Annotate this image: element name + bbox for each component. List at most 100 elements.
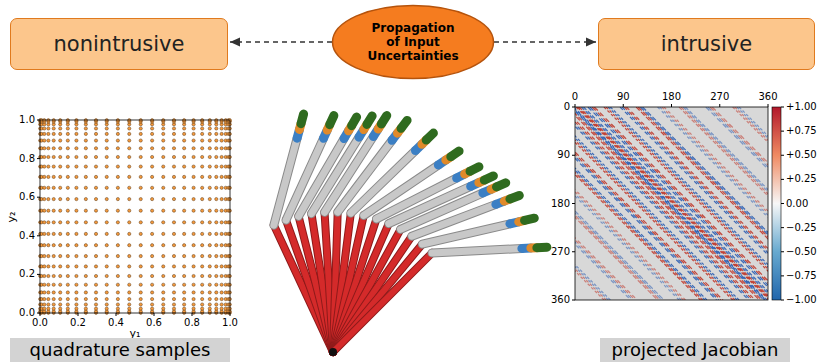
colorbar-label: +0.75 — [786, 125, 817, 137]
sample-dot — [201, 297, 204, 300]
sample-dot — [43, 132, 46, 135]
gripper-green — [497, 183, 506, 187]
sample-dot — [105, 297, 108, 300]
tick-label: 0.0 — [32, 317, 48, 329]
sample-dot — [183, 221, 186, 224]
sample-dot — [66, 132, 69, 135]
sample-dot — [128, 132, 131, 135]
tick-mark — [781, 251, 784, 252]
sample-dot — [116, 147, 119, 150]
sample-dot — [208, 175, 211, 178]
sample-dot — [84, 283, 87, 286]
sample-dot — [201, 291, 204, 294]
sample-dot — [162, 291, 165, 294]
link-upper — [432, 248, 522, 253]
sample-dot — [59, 147, 62, 150]
sample-dot — [105, 232, 108, 235]
sample-dot — [215, 297, 218, 300]
sample-dot — [116, 132, 119, 135]
sample-dot — [162, 139, 165, 142]
matrix-frame — [575, 107, 768, 300]
sample-dot — [208, 209, 211, 212]
tick-label: 180 — [551, 198, 570, 210]
sample-dot — [162, 155, 165, 158]
sample-dot — [220, 274, 223, 277]
sample-dot — [220, 307, 223, 310]
sample-dot — [201, 186, 204, 189]
sample-dot — [162, 303, 165, 306]
arm-pose — [333, 253, 432, 352]
sample-dot — [208, 255, 211, 258]
sample-dot — [151, 307, 154, 310]
sample-dot — [105, 175, 108, 178]
sample-dot — [84, 232, 87, 235]
tick-mark — [37, 120, 40, 121]
sample-dot — [94, 297, 97, 300]
sample-dot — [128, 303, 131, 306]
tick-mark — [37, 274, 40, 275]
sample-dot — [201, 132, 204, 135]
tick-label: 0.0 — [19, 307, 35, 319]
matrix-band — [608, 107, 768, 300]
sample-dot — [66, 155, 69, 158]
tick-mark — [116, 313, 117, 316]
sample-dot — [220, 291, 223, 294]
sample-dot — [105, 274, 108, 277]
sample-dot — [201, 283, 204, 286]
sample-dot — [220, 265, 223, 268]
colorbar-label: 0.00 — [786, 198, 808, 210]
sample-dot — [52, 175, 55, 178]
tick-label: 0 — [564, 101, 570, 113]
gripper-green — [401, 120, 407, 128]
sample-dot — [128, 232, 131, 235]
matrix-band — [626, 107, 768, 300]
sample-dot — [66, 198, 69, 201]
sample-dot — [94, 186, 97, 189]
sample-dot — [59, 297, 62, 300]
sample-dot — [220, 303, 223, 306]
sample-dot — [59, 165, 62, 168]
approach-label: nonintrusive — [54, 32, 185, 56]
colorbar-label: −0.75 — [786, 270, 817, 282]
jacobian-matrix — [411, 104, 825, 300]
sample-dot — [52, 165, 55, 168]
sample-dot — [52, 155, 55, 158]
sample-dot — [215, 209, 218, 212]
tick-label: 360 — [758, 91, 777, 103]
sample-dot — [43, 244, 46, 247]
sample-dot — [116, 274, 119, 277]
sample-dot — [139, 244, 142, 247]
sample-dot — [66, 209, 69, 212]
tick-label: 0 — [572, 91, 578, 103]
sample-dot — [116, 307, 119, 310]
sample-dot — [208, 244, 211, 247]
caption-text: projected Jacobian — [612, 339, 779, 361]
sample-dot — [47, 209, 50, 212]
colorbar — [772, 107, 781, 300]
sample-dot — [208, 274, 211, 277]
sample-dot — [215, 232, 218, 235]
sample-dot — [192, 186, 195, 189]
sample-dot — [59, 198, 62, 201]
caption-box: quadrature samples — [10, 338, 230, 362]
sample-dot — [116, 165, 119, 168]
sample-dot — [66, 147, 69, 150]
sample-dot — [162, 147, 165, 150]
sample-dot — [43, 274, 46, 277]
sample-dot — [192, 283, 195, 286]
sample-dot — [128, 139, 131, 142]
sample-dot — [215, 221, 218, 224]
tick-mark — [781, 227, 784, 228]
sample-dot — [208, 221, 211, 224]
sample-dot — [94, 307, 97, 310]
gripper-green — [510, 195, 519, 199]
sample-dot — [151, 283, 154, 286]
sample-dot — [66, 274, 69, 277]
sample-dot — [201, 147, 204, 150]
sample-dot — [183, 209, 186, 212]
sample-dot — [66, 127, 69, 130]
sample-dot — [201, 155, 204, 158]
sample-dot — [94, 175, 97, 178]
sample-dot — [43, 209, 46, 212]
gripper-green — [367, 116, 372, 124]
